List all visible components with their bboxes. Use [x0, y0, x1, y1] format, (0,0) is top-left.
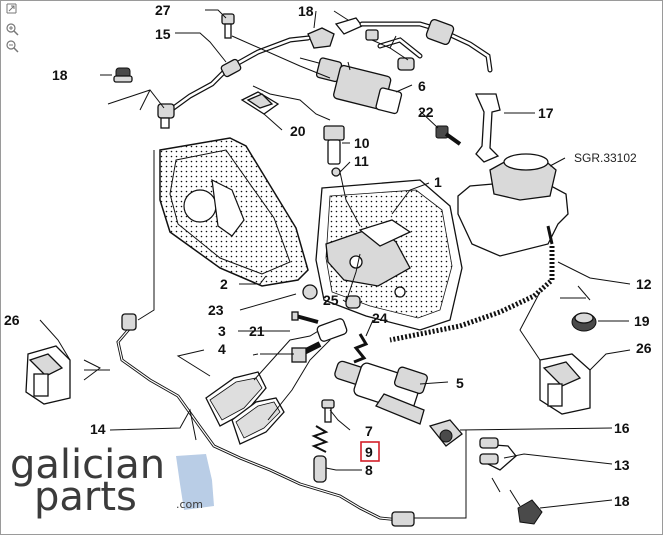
callout-3[interactable]: 3	[218, 323, 226, 339]
callout-13[interactable]: 13	[614, 457, 630, 473]
callout-10[interactable]: 10	[354, 135, 370, 151]
part-25-bushing	[345, 295, 361, 309]
callout-26-left[interactable]: 26	[4, 312, 20, 328]
part-18-connector-top	[307, 17, 364, 49]
callout-2[interactable]: 2	[220, 276, 228, 292]
part-2-insulation-panel	[159, 137, 309, 287]
callout-11[interactable]: 11	[354, 153, 369, 169]
part-27-screw	[221, 13, 235, 39]
callout-1[interactable]: 1	[434, 174, 442, 190]
part-6-sensor	[299, 57, 403, 115]
callout-27[interactable]: 27	[155, 2, 171, 18]
callout-22[interactable]: 22	[418, 104, 434, 120]
callout-20[interactable]: 20	[290, 123, 306, 139]
part-18-cap-bottom	[517, 499, 543, 525]
logo-suffix: .com	[176, 498, 203, 511]
callout-18-left[interactable]: 18	[52, 67, 68, 83]
part-14-hydraulic-pipe	[116, 313, 415, 527]
part-7-screw	[321, 399, 335, 423]
callout-4[interactable]: 4	[218, 341, 226, 357]
callout-21[interactable]: 21	[249, 323, 265, 339]
callout-15[interactable]: 15	[155, 26, 171, 42]
callout-5[interactable]: 5	[456, 375, 464, 391]
logo-accent-shape	[176, 454, 214, 510]
logo-line-2: parts	[34, 474, 137, 520]
part-15-hose	[157, 35, 311, 129]
callout-25[interactable]: 25	[323, 292, 339, 308]
callout-19[interactable]: 19	[634, 313, 650, 329]
highlight-box-9	[360, 441, 380, 462]
callout-16[interactable]: 16	[614, 420, 630, 436]
part-21-pin	[291, 311, 319, 324]
part-11-nut	[331, 167, 341, 177]
magnifier-minus-icon[interactable]	[6, 40, 19, 53]
callout-18-bottom[interactable]: 18	[614, 493, 630, 509]
part-13-connector	[479, 437, 517, 471]
magnifier-plus-icon[interactable]	[6, 23, 19, 36]
part-22-bolt	[435, 125, 462, 146]
part-12-hose	[389, 246, 555, 343]
part-17-bracket	[474, 93, 501, 163]
part-26-clip-right	[539, 353, 591, 415]
callout-26-right[interactable]: 26	[636, 340, 652, 356]
callout-14[interactable]: 14	[90, 421, 106, 437]
part-4-clutch-pedal	[205, 318, 348, 445]
leader-lines	[39, 9, 631, 519]
part-12-reservoir	[457, 153, 569, 257]
callout-9[interactable]: 9	[365, 444, 373, 460]
part-24-spring	[353, 333, 369, 364]
part-20-clip	[240, 91, 280, 115]
callout-6[interactable]: 6	[418, 78, 426, 94]
reference-code: SGR.33102	[574, 151, 637, 165]
expand-arrows-icon[interactable]	[6, 3, 17, 14]
callout-24[interactable]: 24	[372, 310, 388, 326]
callout-8[interactable]: 8	[365, 462, 373, 478]
part-8-rod	[313, 455, 327, 483]
part-18-cap-left	[113, 67, 133, 83]
part-16-fitting	[428, 419, 463, 447]
callout-18-top[interactable]: 18	[298, 3, 314, 19]
part-9-spring	[311, 425, 329, 453]
callout-23[interactable]: 23	[208, 302, 224, 318]
part-18-reservoir-hose	[359, 18, 493, 73]
callouts: 27 18 15 18 6 22 17 20 10 SGR.33102 11 1…	[4, 2, 652, 509]
callout-17[interactable]: 17	[538, 105, 554, 121]
part-23-nut	[302, 284, 318, 300]
part-5-master-cylinder	[334, 360, 428, 425]
callout-12[interactable]: 12	[636, 276, 652, 292]
part-19-grommet	[571, 312, 597, 332]
logo-line-1: galician	[10, 442, 165, 488]
galicianparts-logo: galician parts .com	[10, 442, 214, 520]
callout-7[interactable]: 7	[365, 423, 373, 439]
part-10-switch	[323, 125, 345, 165]
part-26-clip-left	[25, 345, 71, 405]
